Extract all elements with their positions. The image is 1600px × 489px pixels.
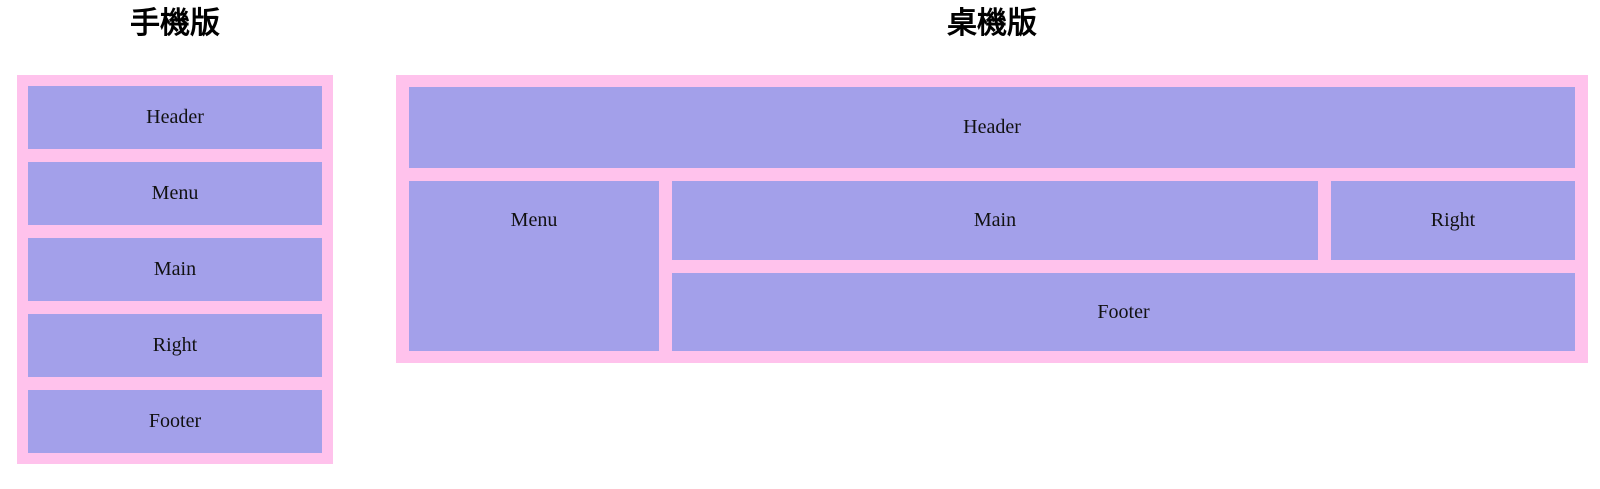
- desktop-section-title: 桌機版: [947, 7, 1037, 40]
- mobile-layout-container: Header Menu Main Right Footer: [17, 75, 333, 464]
- desktop-main-box: Main: [672, 181, 1318, 260]
- mobile-menu-box: Menu: [28, 162, 322, 225]
- desktop-footer-box: Footer: [672, 273, 1575, 351]
- mobile-header-box: Header: [28, 86, 322, 149]
- mobile-section-title: 手機版: [130, 7, 220, 40]
- mobile-main-box: Main: [28, 238, 322, 301]
- desktop-layout-container: Header Menu Main Right Footer: [396, 75, 1588, 363]
- mobile-footer-box: Footer: [28, 390, 322, 453]
- desktop-menu-box: Menu: [409, 181, 659, 351]
- desktop-right-box: Right: [1331, 181, 1575, 260]
- mobile-right-box: Right: [28, 314, 322, 377]
- desktop-header-box: Header: [409, 87, 1575, 168]
